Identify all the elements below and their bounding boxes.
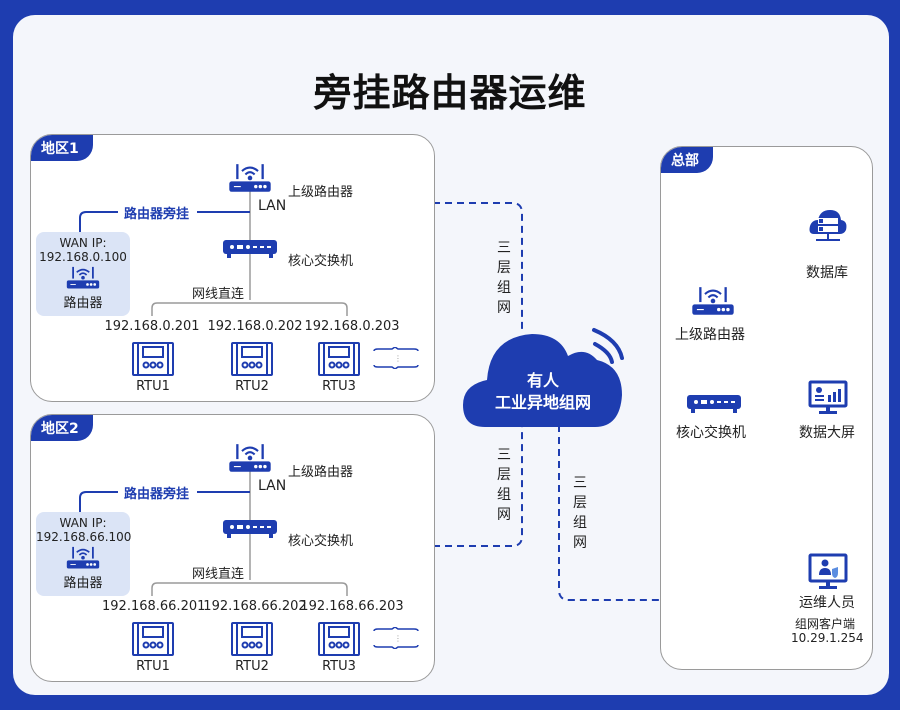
- link-label-char: 层: [497, 467, 511, 483]
- upper-router-label: 上级路由器: [288, 185, 354, 200]
- svg-text:⋮: ⋮: [394, 354, 402, 363]
- wire-rtu-bus: [151, 582, 348, 596]
- link-cloud-hq: [558, 425, 808, 601]
- rtu-ip: 192.168.0.201: [104, 319, 200, 334]
- wan-ip-label: WAN IP:: [59, 516, 107, 530]
- rtu-ip: 192.168.66.203: [300, 599, 404, 614]
- rtu-icon: [317, 621, 361, 661]
- bypass-wire: [79, 211, 250, 232]
- core-switch-icon: [222, 517, 278, 545]
- rtu-ip: 192.168.66.202: [203, 599, 307, 614]
- hq-router-icon: [690, 286, 736, 322]
- client-label: 组网客户端: [795, 617, 856, 631]
- region-tag: 总部: [661, 147, 713, 173]
- hq-router-label: 上级路由器: [675, 327, 745, 343]
- hq-switch-icon: [686, 392, 742, 420]
- bypass-label: 路由器旁挂: [124, 207, 190, 222]
- link-region1-cloud: [433, 202, 523, 330]
- cloud-line1: 有人: [526, 371, 559, 390]
- rtu-icon: [131, 341, 175, 381]
- ops-staff-label: 运维人员: [799, 595, 855, 611]
- link-label-char: 层: [573, 495, 587, 511]
- link-label-char: 组: [573, 515, 587, 531]
- bypass-router-label: 路由器: [63, 576, 103, 591]
- wan-ip-value: 192.168.66.100: [36, 530, 132, 544]
- direct-link-label: 网线直连: [192, 567, 245, 582]
- rtu-ip: 192.168.0.202: [207, 319, 303, 334]
- wan-ip-value: 192.168.0.100: [39, 250, 127, 264]
- client-ip: 10.29.1.254: [791, 631, 864, 645]
- link-label-char: 三: [497, 240, 511, 256]
- bypass-router-icon: [36, 266, 130, 292]
- big-screen-label: 数据大屏: [799, 425, 855, 441]
- ops-staff-icon: [808, 553, 848, 595]
- upper-router-icon: [227, 163, 273, 199]
- link-label-char: 组: [497, 487, 511, 503]
- bypass-router-icon: [36, 546, 130, 572]
- upper-router-icon: [227, 443, 273, 479]
- lan-label: LAN: [258, 478, 287, 494]
- region-tag: 地区1: [31, 135, 93, 161]
- rtu-icon: [317, 341, 361, 381]
- rtu-name: RTU3: [322, 379, 356, 394]
- link-label-char: 网: [573, 535, 587, 551]
- bypass-router-box: WAN IP: 192.168.66.100 路由器: [36, 512, 132, 596]
- database-label: 数据库: [806, 265, 848, 281]
- bypass-router-label: 路由器: [63, 296, 103, 311]
- link-region2-cloud: [433, 425, 523, 547]
- bypass-label: 路由器旁挂: [124, 487, 190, 502]
- link-label-char: 层: [497, 260, 511, 276]
- link-label-char: 网: [497, 300, 511, 316]
- rtu-icon: [230, 621, 274, 661]
- upper-router-label: 上级路由器: [288, 465, 354, 480]
- region-tag: 地区2: [31, 415, 93, 441]
- page-title: 旁挂路由器运维: [313, 71, 587, 115]
- bypass-router-box: WAN IP: 192.168.0.100 路由器: [36, 232, 130, 316]
- core-switch-label: 核心交换机: [288, 254, 354, 269]
- more-devices-brace: ⋮: [373, 627, 419, 649]
- link-label-2: 三层组网: [496, 445, 512, 525]
- database-icon: [808, 208, 848, 248]
- wan-ip-label: WAN IP:: [59, 236, 107, 250]
- rtu-ip: 192.168.0.203: [304, 319, 400, 334]
- bypass-wire: [79, 491, 250, 512]
- rtu-name: RTU3: [322, 659, 356, 674]
- link-label-char: 网: [497, 507, 511, 523]
- link-label-3: 三层组网: [572, 473, 588, 553]
- link-label-char: 三: [573, 475, 587, 491]
- core-switch-icon: [222, 237, 278, 265]
- link-label-char: 组: [497, 280, 511, 296]
- rtu-name: RTU1: [136, 659, 170, 674]
- rtu-icon: [131, 621, 175, 661]
- hq-switch-label: 核心交换机: [676, 425, 746, 441]
- wire-rtu-bus: [151, 302, 348, 316]
- lan-label: LAN: [258, 198, 287, 214]
- more-devices-brace: ⋮: [373, 347, 419, 369]
- link-label-char: 三: [497, 447, 511, 463]
- rtu-icon: [230, 341, 274, 381]
- cloud-label: 有人 工业异地组网: [463, 370, 623, 414]
- rtu-ip: 192.168.66.201: [102, 599, 206, 614]
- direct-link-label: 网线直连: [192, 287, 245, 302]
- cloud-line2: 工业异地组网: [494, 393, 591, 412]
- rtu-name: RTU2: [235, 659, 269, 674]
- rtu-name: RTU2: [235, 379, 269, 394]
- svg-text:⋮: ⋮: [394, 634, 402, 643]
- link-label-1: 三层组网: [496, 238, 512, 318]
- rtu-name: RTU1: [136, 379, 170, 394]
- big-screen-icon: [808, 380, 848, 420]
- core-switch-label: 核心交换机: [288, 534, 354, 549]
